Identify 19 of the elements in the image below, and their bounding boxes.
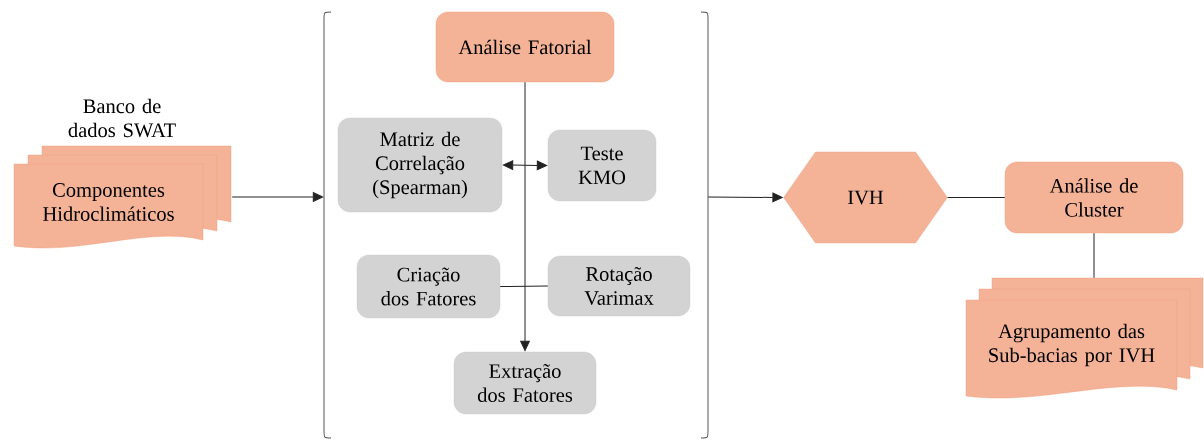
arrow bbox=[520, 81, 530, 352]
connector-line bbox=[499, 285, 549, 287]
process-box: Rotação Varimax bbox=[547, 255, 691, 317]
bracket-frame bbox=[323, 11, 709, 439]
arrow bbox=[502, 160, 548, 171]
caption-text: Banco de dados SWAT bbox=[68, 98, 176, 138]
process-box: Análise Fatorial bbox=[435, 11, 615, 83]
arrow bbox=[707, 192, 783, 203]
arrow bbox=[231, 192, 324, 202]
process-box: Matriz de Correlação (Spearman) bbox=[337, 117, 503, 213]
process-box: Teste KMO bbox=[547, 129, 657, 202]
process-box: Criação dos Fatores bbox=[356, 254, 501, 319]
connector-line bbox=[1093, 232, 1095, 279]
hexagon-node: IVH bbox=[783, 151, 948, 244]
document-stack: Componentes Hidroclimáticos bbox=[13, 145, 232, 249]
process-box: Extração dos Fatores bbox=[453, 351, 597, 415]
process-box: Análise de Cluster bbox=[1004, 161, 1184, 234]
connector-line bbox=[947, 197, 1006, 198]
document-stack: Agrupamento das Sub-bacias por IVH bbox=[965, 277, 1204, 399]
